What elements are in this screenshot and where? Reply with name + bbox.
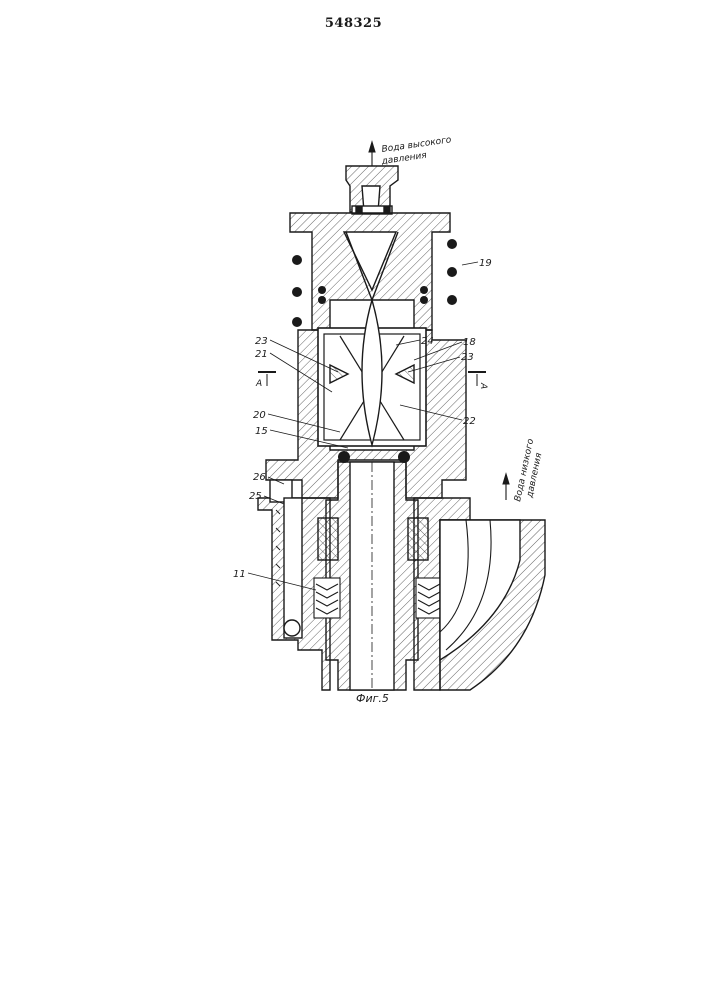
part-label-23-right: 23 xyxy=(461,352,474,363)
part-label-25: 25 xyxy=(249,491,262,502)
part-label-21: 21 xyxy=(255,349,268,360)
section-mark-right: А xyxy=(478,382,488,389)
part-label-23-left: 23 xyxy=(255,336,268,347)
section-mark-left: А xyxy=(255,379,262,389)
part-label-24: 24 xyxy=(421,336,434,347)
figure-caption: Фиг.5 xyxy=(356,692,389,705)
part-label-19: 19 xyxy=(479,258,492,269)
part-label-26: 26 xyxy=(253,472,266,483)
flow-arrow-high-pressure xyxy=(369,142,375,166)
part-label-20: 20 xyxy=(253,410,266,421)
part-label-11: 11 xyxy=(233,569,246,580)
part-label-18: 18 xyxy=(463,337,476,348)
part-label-22: 22 xyxy=(463,416,476,427)
central-tube xyxy=(326,462,418,690)
part-label-15: 15 xyxy=(255,426,268,437)
low-pressure-elbow xyxy=(440,520,545,690)
top-nozzle xyxy=(346,166,398,214)
flow-arrow-low-pressure xyxy=(503,474,509,500)
